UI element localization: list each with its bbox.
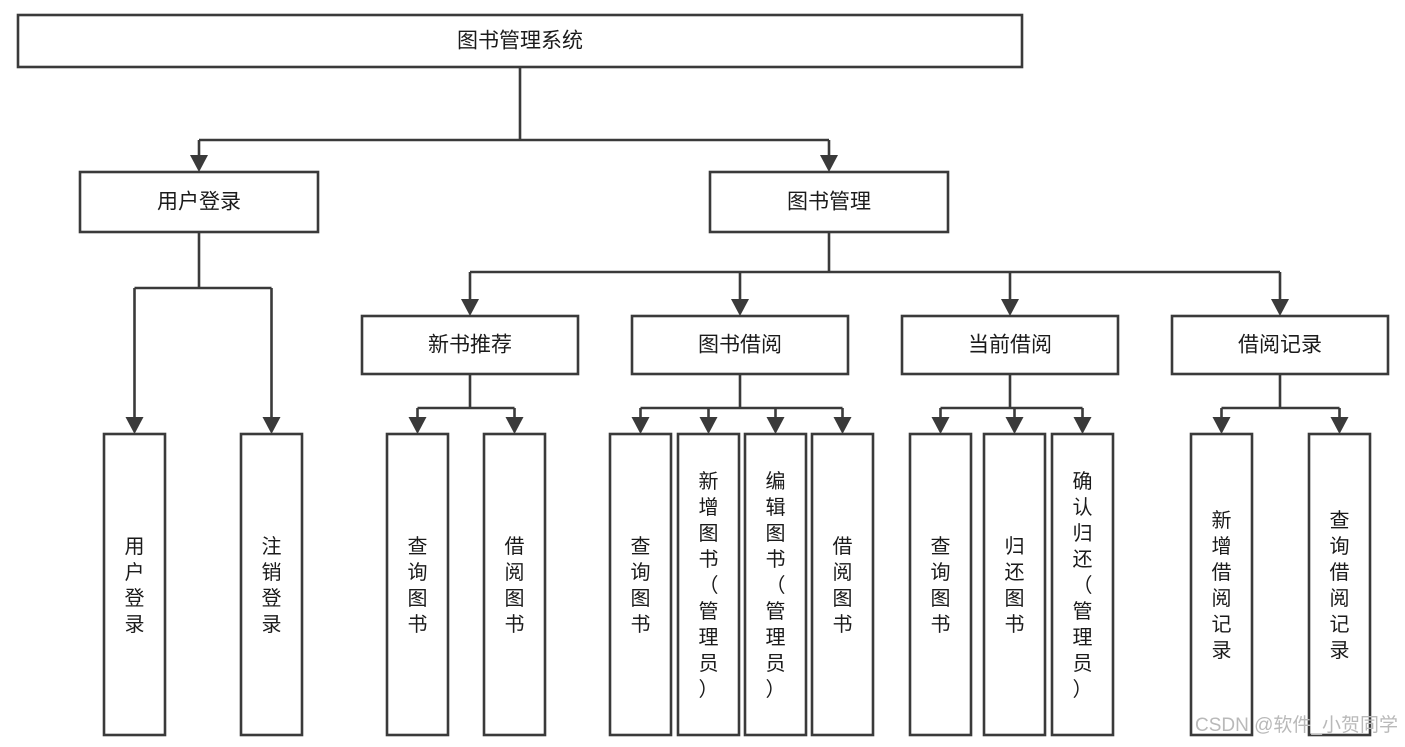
node-user-login[interactable]: 用户登录 <box>78 170 320 234</box>
node-label-borrow-record: 借阅记录 <box>1238 334 1322 357</box>
node-book-borrow[interactable]: 图书借阅 <box>630 314 850 376</box>
node-leaf-borrow-book-1[interactable]: 借阅图书 <box>482 432 547 737</box>
node-box-leaf-return-book[interactable] <box>982 432 1047 737</box>
arrow-head <box>731 299 749 316</box>
node-leaf-borrow-book-2[interactable]: 借阅图书 <box>810 432 875 737</box>
arrow-head <box>125 417 144 434</box>
node-box-user-login[interactable] <box>78 170 320 234</box>
node-box-leaf-logout[interactable] <box>239 432 304 737</box>
node-label-leaf-edit-book: 编辑图书（管理员） <box>766 470 786 701</box>
node-leaf-logout[interactable]: 注销登录 <box>239 432 304 737</box>
node-box-leaf-borrow-book-1[interactable] <box>482 432 547 737</box>
arrow-head <box>461 299 479 316</box>
node-label-leaf-query-book-1: 查询图书 <box>408 535 428 636</box>
node-leaf-add-book[interactable]: 新增图书（管理员） <box>676 432 741 737</box>
node-box-leaf-user-login[interactable] <box>102 432 167 737</box>
arrow-head <box>820 155 838 172</box>
arrow-head <box>766 417 785 434</box>
node-box-leaf-query-book-3[interactable] <box>908 432 973 737</box>
arrow-head <box>1073 417 1092 434</box>
node-borrow-record[interactable]: 借阅记录 <box>1170 314 1390 376</box>
node-leaf-edit-book[interactable]: 编辑图书（管理员） <box>743 432 808 737</box>
node-label-leaf-query-record: 查询借阅记录 <box>1330 509 1350 662</box>
node-box-leaf-query-book-1[interactable] <box>385 432 450 737</box>
arrow-head <box>190 155 208 172</box>
node-box-new-book-rec[interactable] <box>360 314 580 376</box>
node-box-leaf-query-book-2[interactable] <box>608 432 673 737</box>
node-label-leaf-user-login: 用户登录 <box>125 536 145 636</box>
arrow-head <box>1001 299 1019 316</box>
node-leaf-add-record[interactable]: 新增借阅记录 <box>1189 432 1254 737</box>
node-current-borrow[interactable]: 当前借阅 <box>900 314 1120 376</box>
node-label-leaf-query-book-3: 查询图书 <box>931 535 951 636</box>
node-leaf-query-book-2[interactable]: 查询图书 <box>608 432 673 737</box>
arrow-head <box>1212 417 1231 434</box>
node-leaf-user-login[interactable]: 用户登录 <box>102 432 167 737</box>
node-box-root[interactable] <box>16 13 1024 69</box>
node-label-leaf-borrow-book-1: 借阅图书 <box>505 535 525 636</box>
node-box-leaf-edit-book[interactable] <box>743 432 808 737</box>
arrow-head <box>699 417 718 434</box>
node-root[interactable]: 图书管理系统 <box>16 13 1024 69</box>
arrow-head <box>262 417 281 434</box>
node-label-root: 图书管理系统 <box>457 30 583 53</box>
node-label-leaf-return-book: 归还图书 <box>1005 535 1025 636</box>
arrow-head <box>1271 299 1289 316</box>
node-label-leaf-confirm-return: 确认归还（管理员） <box>1073 470 1093 701</box>
arrow-head <box>1005 417 1024 434</box>
node-leaf-query-book-1[interactable]: 查询图书 <box>385 432 450 737</box>
node-book-manage[interactable]: 图书管理 <box>708 170 950 234</box>
arrow-head <box>1330 417 1349 434</box>
node-box-leaf-borrow-book-2[interactable] <box>810 432 875 737</box>
node-leaf-confirm-return[interactable]: 确认归还（管理员） <box>1050 432 1115 737</box>
arrow-head <box>505 417 524 434</box>
node-leaf-return-book[interactable]: 归还图书 <box>982 432 1047 737</box>
node-box-leaf-add-book[interactable] <box>676 432 741 737</box>
node-label-user-login: 用户登录 <box>157 191 241 214</box>
node-new-book-rec[interactable]: 新书推荐 <box>360 314 580 376</box>
node-box-leaf-query-record[interactable] <box>1307 432 1372 737</box>
node-label-book-borrow: 图书借阅 <box>698 334 782 357</box>
csdn-watermark: CSDN @软件_小贺同学 <box>1195 714 1398 736</box>
node-box-current-borrow[interactable] <box>900 314 1120 376</box>
arrow-head <box>833 417 852 434</box>
arrow-head <box>631 417 650 434</box>
node-leaf-query-book-3[interactable]: 查询图书 <box>908 432 973 737</box>
node-label-current-borrow: 当前借阅 <box>968 334 1052 357</box>
node-label-leaf-add-book: 新增图书（管理员） <box>699 470 719 701</box>
node-box-book-manage[interactable] <box>708 170 950 234</box>
arrow-head <box>931 417 950 434</box>
node-box-book-borrow[interactable] <box>630 314 850 376</box>
node-label-leaf-logout: 注销登录 <box>262 535 282 636</box>
node-box-leaf-confirm-return[interactable] <box>1050 432 1115 737</box>
node-box-borrow-record[interactable] <box>1170 314 1390 376</box>
connector-layer <box>125 67 1349 434</box>
node-label-leaf-add-record: 新增借阅记录 <box>1212 509 1232 662</box>
node-label-book-manage: 图书管理 <box>787 191 871 214</box>
node-label-new-book-rec: 新书推荐 <box>428 334 512 357</box>
node-leaf-query-record[interactable]: 查询借阅记录 <box>1307 432 1372 737</box>
node-label-leaf-query-book-2: 查询图书 <box>631 535 651 636</box>
arrow-head <box>408 417 427 434</box>
node-label-leaf-borrow-book-2: 借阅图书 <box>833 535 853 636</box>
node-layer: 图书管理系统用户登录图书管理新书推荐图书借阅当前借阅借阅记录用户登录注销登录查询… <box>16 13 1390 737</box>
node-box-leaf-add-record[interactable] <box>1189 432 1254 737</box>
